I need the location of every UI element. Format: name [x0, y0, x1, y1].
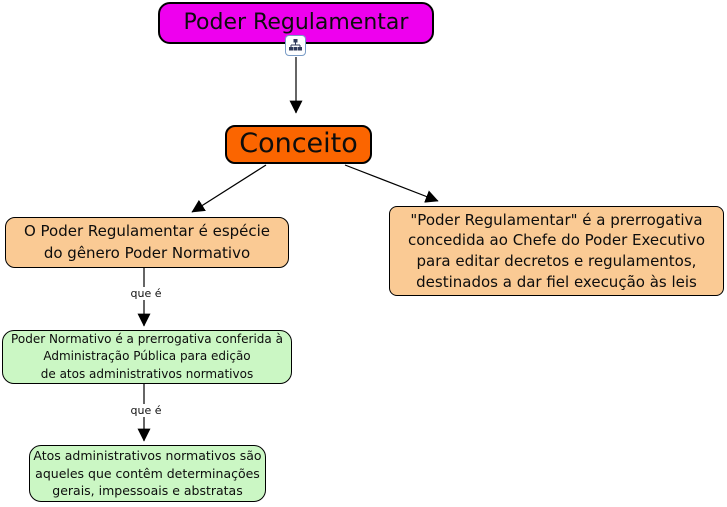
- node-atos-administrativos-definicao[interactable]: Atos administrativos normativos são aque…: [29, 445, 266, 502]
- connector-conceito-to-especie: [191, 164, 267, 213]
- linked-cmap-icon[interactable]: [285, 35, 306, 56]
- org-chart-icon: [289, 39, 302, 51]
- connector-conceito-to-prerrogativa: [344, 164, 439, 203]
- link-label-que-e-2[interactable]: que é: [127, 404, 165, 418]
- node-conceito[interactable]: Conceito: [225, 125, 372, 164]
- node-especie-genero[interactable]: O Poder Regulamentar é espécie do gênero…: [5, 217, 289, 268]
- node-poder-normativo-definicao[interactable]: Poder Normativo é a prerrogativa conferi…: [2, 330, 292, 384]
- node-prerrogativa-chefe-executivo[interactable]: "Poder Regulamentar" é a prerrogativa co…: [389, 206, 724, 296]
- link-label-que-e-1[interactable]: que é: [127, 287, 165, 301]
- node-poder-regulamentar[interactable]: Poder Regulamentar: [158, 2, 434, 44]
